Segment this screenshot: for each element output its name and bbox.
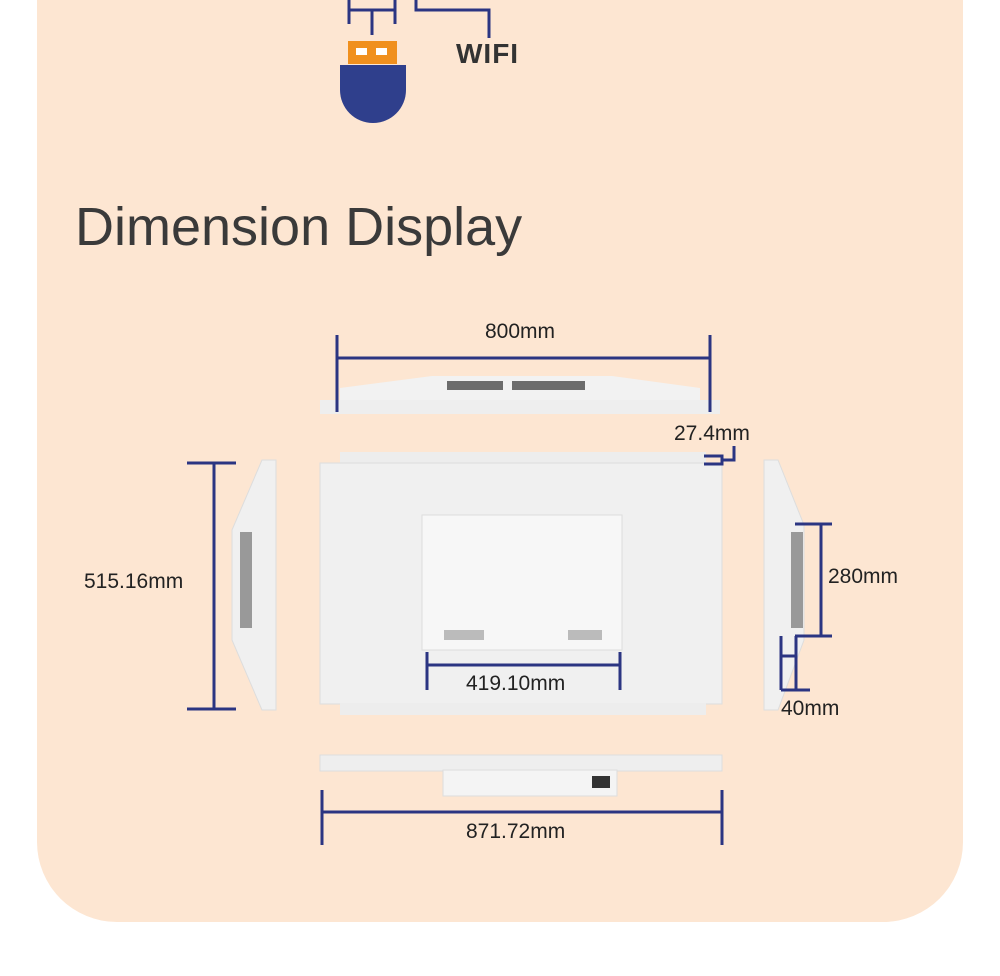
overall-width-dimension: 871.72mm (466, 820, 566, 843)
height-dimension: 515.16mm (84, 570, 184, 593)
page-title: Dimension Display (75, 197, 523, 257)
box-height-dimension: 280mm (828, 565, 899, 588)
bottom-view-device (319, 754, 723, 797)
thickness-dimension: 27.4mm (674, 422, 750, 445)
wifi-connector-lines (347, 0, 491, 38)
usb-dongle-icon (340, 41, 406, 123)
dimension-lines (187, 335, 832, 845)
width-dimension: 800mm (485, 320, 556, 343)
box-width-dimension: 419.10mm (466, 672, 566, 695)
wifi-label: WIFI (456, 38, 520, 69)
left-side-device (231, 459, 277, 711)
box-depth-dimension: 40mm (781, 697, 840, 720)
top-view-device (320, 376, 720, 414)
right-side-device (763, 459, 805, 711)
